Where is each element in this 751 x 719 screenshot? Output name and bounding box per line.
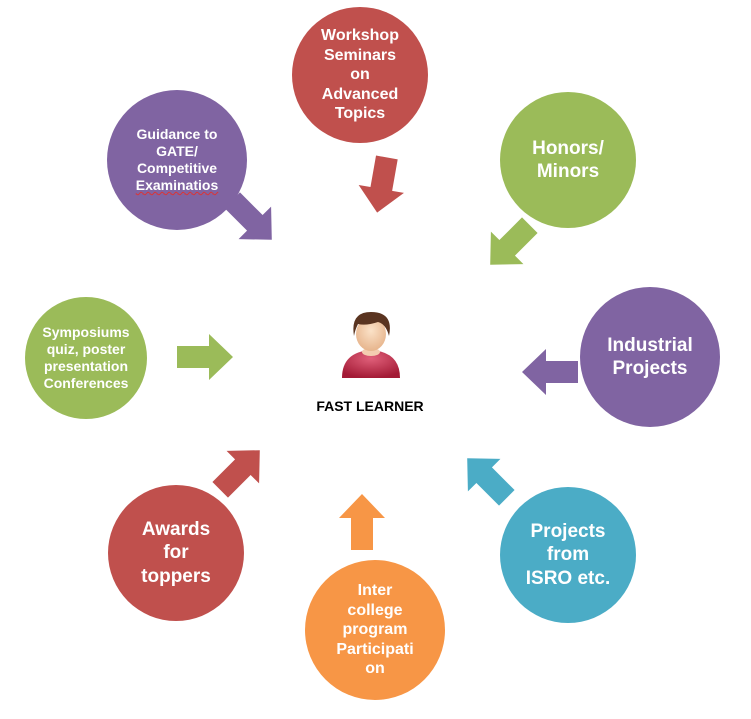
node-honors: Honors/ Minors (500, 92, 636, 228)
node-guidance: Guidance to GATE/ Competitive Examinatio… (107, 90, 247, 230)
node-label: Guidance to GATE/ Competitive (136, 125, 218, 176)
node-industrial: Industrial Projects (580, 287, 720, 427)
arrow-workshop (354, 153, 410, 217)
node-symposiums: Symposiums quiz, poster presentation Con… (25, 297, 147, 419)
node-isro: Projects from ISRO etc. (500, 487, 636, 623)
node-label: Workshop Seminars on Advanced Topics (321, 27, 399, 123)
node-label: Awards for toppers (141, 519, 211, 587)
arrow-awards (203, 433, 277, 507)
node-label: Inter college program Participati on (336, 582, 414, 678)
arrow-industrial (522, 349, 578, 395)
node-label: Honors/ Minors (532, 137, 604, 182)
node-label-misspelled: Examinatios (135, 177, 219, 194)
center-label: FAST LEARNER (316, 398, 424, 414)
person-icon (342, 312, 400, 378)
node-label: Symposiums quiz, poster presentation Con… (42, 323, 130, 392)
node-awards: Awards for toppers (108, 485, 244, 621)
arrow-symposiums (177, 334, 233, 380)
node-label: Projects from ISRO etc. (525, 521, 611, 589)
arrow-intercollege (339, 494, 385, 550)
node-intercollege: Inter college program Participati on (305, 560, 445, 700)
arrow-isro (450, 441, 524, 515)
node-workshop: Workshop Seminars on Advanced Topics (292, 7, 428, 143)
node-label: Industrial Projects (607, 334, 693, 379)
